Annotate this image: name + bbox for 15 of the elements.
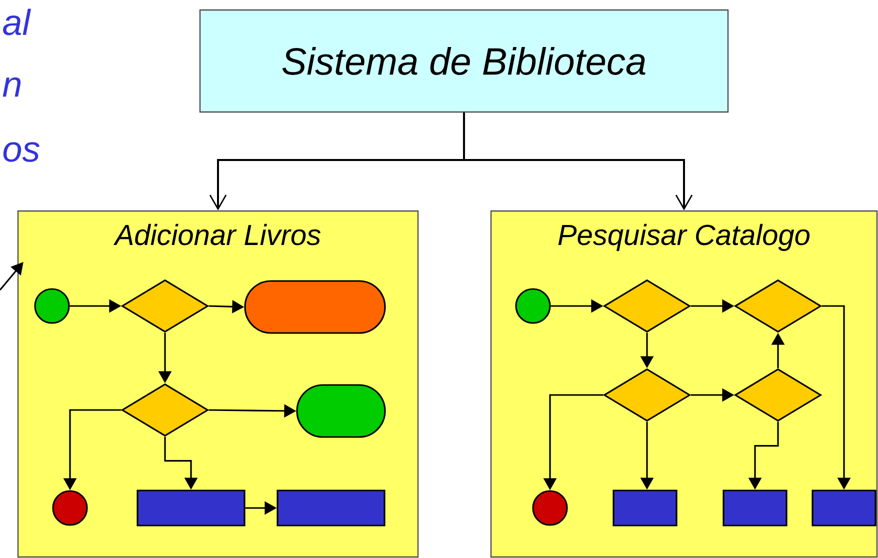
process-bar: [136, 490, 246, 526]
process-bar: [812, 490, 876, 526]
circle-node: [532, 490, 568, 526]
arrow: [463, 112, 693, 210]
title-box: Sistema de Biblioteca: [199, 9, 729, 113]
partial-word: n: [2, 77, 21, 97]
circle-node: [34, 288, 70, 324]
partial-word: os: [3, 142, 40, 162]
circle-node: [515, 288, 551, 324]
process-bar: [276, 490, 386, 526]
process-bar: [722, 490, 788, 526]
circle-node: [52, 490, 88, 526]
terminal-box: [244, 280, 386, 334]
partial-word: al: [3, 8, 32, 36]
process-bar: [612, 490, 678, 526]
